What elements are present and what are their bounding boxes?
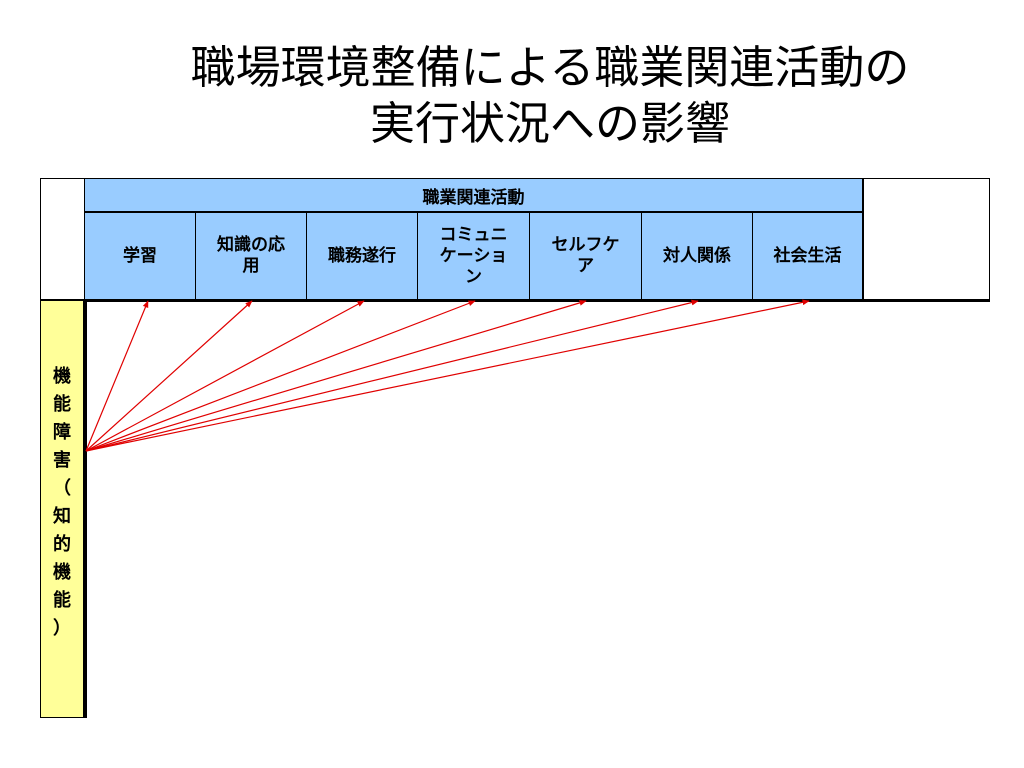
side-char: 害 [53, 450, 71, 471]
side-char: 機 [53, 562, 71, 583]
activity-label: 職務遂行 [328, 245, 396, 266]
activity-label: コミュニケーション [439, 224, 508, 287]
side-char: 的 [53, 534, 71, 555]
side-char: 能 [53, 590, 71, 611]
influence-arrow [85, 299, 810, 452]
activity-cell-interpersonal: 対人関係 [641, 212, 753, 300]
side-char: 機 [53, 366, 71, 387]
activity-label: セルフケア [551, 235, 620, 276]
activity-cell-job-performance: 職務遂行 [306, 212, 418, 300]
influence-arrow [85, 300, 149, 452]
side-label-impairment: 機 能 障 害 （ 知 的 機 能 ） [40, 300, 84, 718]
group-header-label: 職業関連活動 [422, 187, 525, 208]
activity-label: 学習 [123, 245, 157, 266]
activity-cell-communication: コミュニケーション [417, 212, 530, 300]
group-header-vocational-activities: 職業関連活動 [84, 178, 863, 212]
influence-arrow [85, 300, 476, 452]
activity-cell-knowledge-application: 知識の応用 [195, 212, 307, 300]
side-char: 知 [53, 506, 71, 527]
influence-arrow [85, 300, 587, 452]
activity-label: 対人関係 [663, 245, 731, 266]
influence-arrow [85, 300, 365, 452]
side-char: （ [53, 478, 71, 499]
left-rule [84, 300, 87, 718]
slide-title: 職場環境整備による職業関連活動の 実行状況への影響 [90, 40, 1010, 152]
right-column-divider [863, 178, 864, 300]
activity-label: 社会生活 [773, 245, 842, 266]
activity-cell-learning: 学習 [84, 212, 196, 300]
title-line-1: 職場環境整備による職業関連活動の [190, 41, 910, 94]
activity-label: 知識の応用 [217, 235, 285, 276]
activity-cell-self-care: セルフケア [529, 212, 642, 300]
influence-arrow [85, 299, 699, 452]
side-char: ） [53, 618, 71, 639]
activity-cell-social-life: 社会生活 [752, 212, 863, 300]
influence-arrow [85, 300, 253, 452]
header-bottom-rule [40, 299, 990, 302]
side-char: 障 [53, 422, 71, 443]
title-line-2: 実行状況への影響 [369, 97, 730, 150]
side-char: 能 [53, 394, 71, 415]
